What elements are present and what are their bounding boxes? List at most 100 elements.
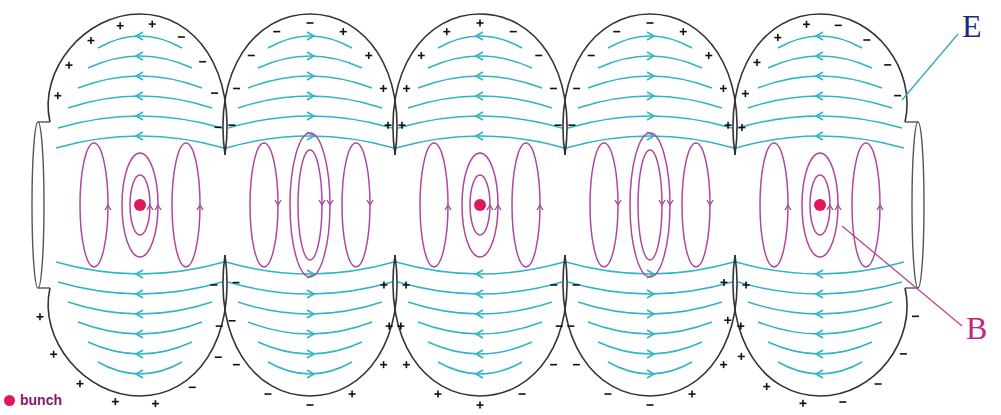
- charge-sign: [39, 313, 41, 320]
- b-field-loop: [420, 143, 448, 267]
- cell-wall: [223, 255, 397, 396]
- charge-sign: [556, 325, 563, 327]
- charge-sign: [573, 88, 580, 90]
- cell-wall: [48, 255, 227, 396]
- b-field-loop: [802, 153, 838, 257]
- charge-sign: [178, 36, 185, 38]
- cell-wall: [563, 14, 737, 155]
- charge-sign: [723, 279, 725, 286]
- charge-sign: [806, 21, 808, 28]
- b-field-arrow: [667, 200, 673, 205]
- charge-sign: [835, 25, 842, 27]
- charge-sign: [437, 391, 439, 398]
- b-field-loop: [462, 153, 498, 257]
- e-field-arrow: [476, 290, 483, 298]
- charge-sign: [57, 92, 59, 99]
- charge-sign: [802, 400, 804, 407]
- charge-sign: [723, 361, 725, 368]
- cell-wall: [393, 14, 567, 155]
- charge-sign: [216, 325, 223, 327]
- b-field-loop: [682, 143, 710, 267]
- charge-sign: [446, 28, 448, 35]
- e-field-arrow: [476, 270, 483, 278]
- leader-line: [842, 226, 962, 326]
- e-field-arrow: [647, 112, 654, 120]
- charge-sign: [383, 361, 385, 368]
- charge-sign: [342, 28, 344, 35]
- e-field-arrow: [647, 310, 654, 318]
- b-field-arrow: [319, 200, 325, 205]
- charge-sign: [745, 281, 747, 288]
- e-field-arrow: [647, 52, 654, 60]
- b-field-arrow: [445, 205, 451, 210]
- charge-sign: [647, 404, 654, 406]
- charge-sign: [573, 284, 580, 286]
- e-field-arrow: [136, 370, 143, 378]
- e-field-arrow: [136, 290, 143, 298]
- e-field-arrow: [816, 330, 823, 338]
- e-field-arrow: [136, 310, 143, 318]
- b-field-loop: [512, 143, 540, 267]
- beam-pipe-wall: [38, 287, 50, 288]
- leader-line: [902, 34, 958, 100]
- charge-sign: [388, 323, 390, 330]
- e-field-arrow: [816, 52, 823, 60]
- charge-sign: [229, 320, 236, 322]
- legend-row: bunch: [4, 392, 62, 408]
- charge-sign: [151, 21, 153, 28]
- charge-sign: [307, 404, 314, 406]
- beam-pipe-wall: [905, 121, 918, 122]
- e-field-arrow: [816, 132, 823, 140]
- e-field-arrow: [816, 112, 823, 120]
- charge-sign: [368, 52, 370, 59]
- charge-sign: [550, 284, 557, 286]
- charge-sign: [510, 31, 517, 33]
- e-field-arrow: [307, 290, 314, 298]
- legend-text: bunch: [20, 392, 62, 408]
- cell-wall: [393, 255, 567, 396]
- charge-sign: [588, 55, 595, 57]
- e-field-arrow: [816, 270, 823, 278]
- charge-sign: [233, 88, 240, 90]
- field-label: E: [962, 10, 982, 42]
- charge-sign: [119, 22, 121, 29]
- charge-sign: [307, 22, 314, 24]
- e-field-arrow: [647, 72, 654, 80]
- charge-sign: [264, 393, 271, 395]
- charge-sign: [273, 31, 280, 33]
- legend-swatch: [4, 395, 15, 406]
- b-field-arrow: [785, 205, 791, 210]
- charge-sign: [727, 122, 729, 129]
- b-field-arrow: [327, 200, 333, 205]
- charge-sign: [248, 55, 255, 57]
- bunch-dot: [134, 199, 146, 211]
- cell-wall: [733, 14, 907, 155]
- b-field-loop: [342, 143, 370, 267]
- b-field-arrow: [197, 205, 203, 210]
- charge-sign: [400, 323, 402, 330]
- charge-sign: [210, 284, 217, 286]
- charge-sign: [155, 400, 157, 407]
- e-field-arrow: [476, 350, 483, 358]
- b-field-arrow: [537, 205, 543, 210]
- e-field-arrow: [476, 330, 483, 338]
- b-field-arrow: [487, 205, 493, 210]
- charge-sign: [228, 124, 235, 126]
- e-field-arrow: [816, 350, 823, 358]
- e-field-arrow: [136, 132, 143, 140]
- e-field-arrow: [307, 370, 314, 378]
- e-field-arrow: [647, 370, 654, 378]
- charge-sign: [567, 325, 574, 327]
- charge-sign: [387, 122, 389, 129]
- b-field-loop: [80, 143, 108, 267]
- charge-sign: [894, 95, 901, 97]
- b-field-loop: [290, 133, 330, 277]
- charge-sign: [420, 52, 422, 59]
- field-label: B: [966, 312, 987, 344]
- e-field-arrow: [307, 350, 314, 358]
- e-field-arrow: [136, 52, 143, 60]
- charge-sign: [839, 401, 846, 403]
- charge-sign: [884, 64, 891, 66]
- charge-sign: [863, 39, 870, 41]
